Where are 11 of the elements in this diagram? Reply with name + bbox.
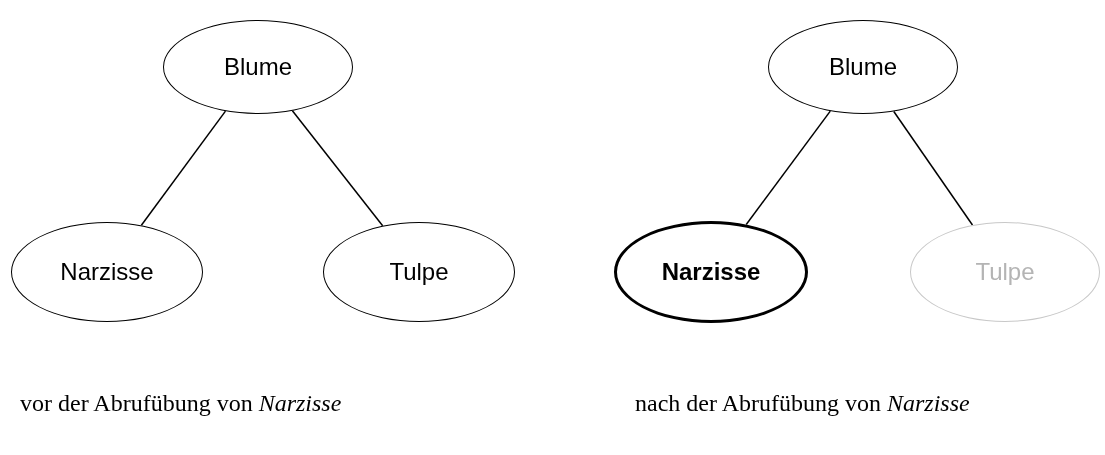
connector-line xyxy=(291,110,384,227)
caption: nach der Abrufübung von Narzisse xyxy=(635,390,970,417)
node-label: Blume xyxy=(829,53,897,81)
node-label: Narzisse xyxy=(60,258,154,286)
node-label: Tulpe xyxy=(975,258,1035,286)
connector-line xyxy=(893,110,974,226)
node-label: Tulpe xyxy=(389,258,449,286)
connector-line xyxy=(140,110,227,227)
node-label: Blume xyxy=(224,53,292,81)
node-label: Narzisse xyxy=(661,258,761,286)
caption: vor der Abrufübung von Narzisse xyxy=(20,390,342,417)
